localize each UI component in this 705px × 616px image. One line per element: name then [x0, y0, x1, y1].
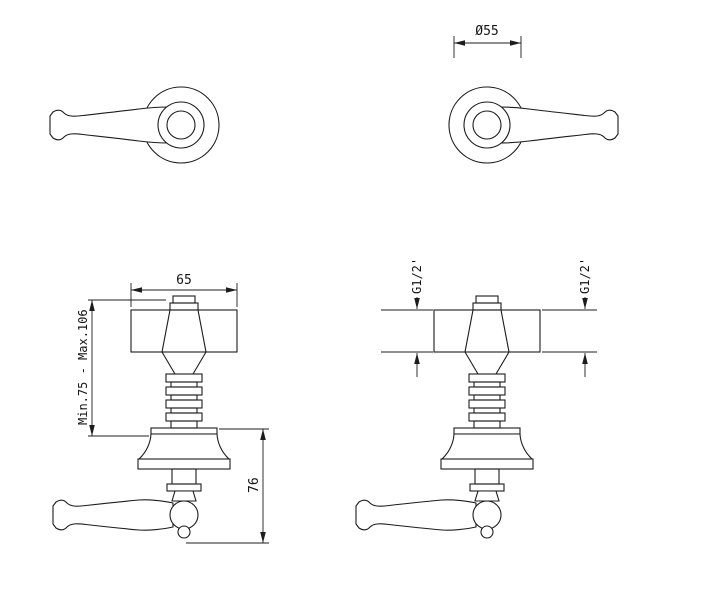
dim-handle-height-label: 76 [247, 477, 262, 493]
handle-plan-view-left [49, 86, 220, 164]
dim-diameter: Ø55 [453, 24, 522, 58]
dim-diameter-label: Ø55 [475, 24, 498, 39]
dim-handle-height: 76 [186, 428, 269, 544]
dim-thread-right: G1/2' [542, 258, 597, 377]
dim-body-width: 65 [130, 273, 238, 307]
dim-installation-depth: Min.75 - Max.106 [76, 299, 166, 437]
dim-thread-left-label: G1/2' [410, 258, 424, 294]
handle-plan-view-right [448, 86, 619, 164]
valve-elevation-right [355, 295, 541, 539]
dim-thread-right-label: G1/2' [578, 258, 592, 294]
dim-thread-left: G1/2' [381, 258, 433, 377]
dim-body-width-label: 65 [176, 273, 192, 288]
dim-installation-depth-label: Min.75 - Max.106 [76, 309, 90, 425]
